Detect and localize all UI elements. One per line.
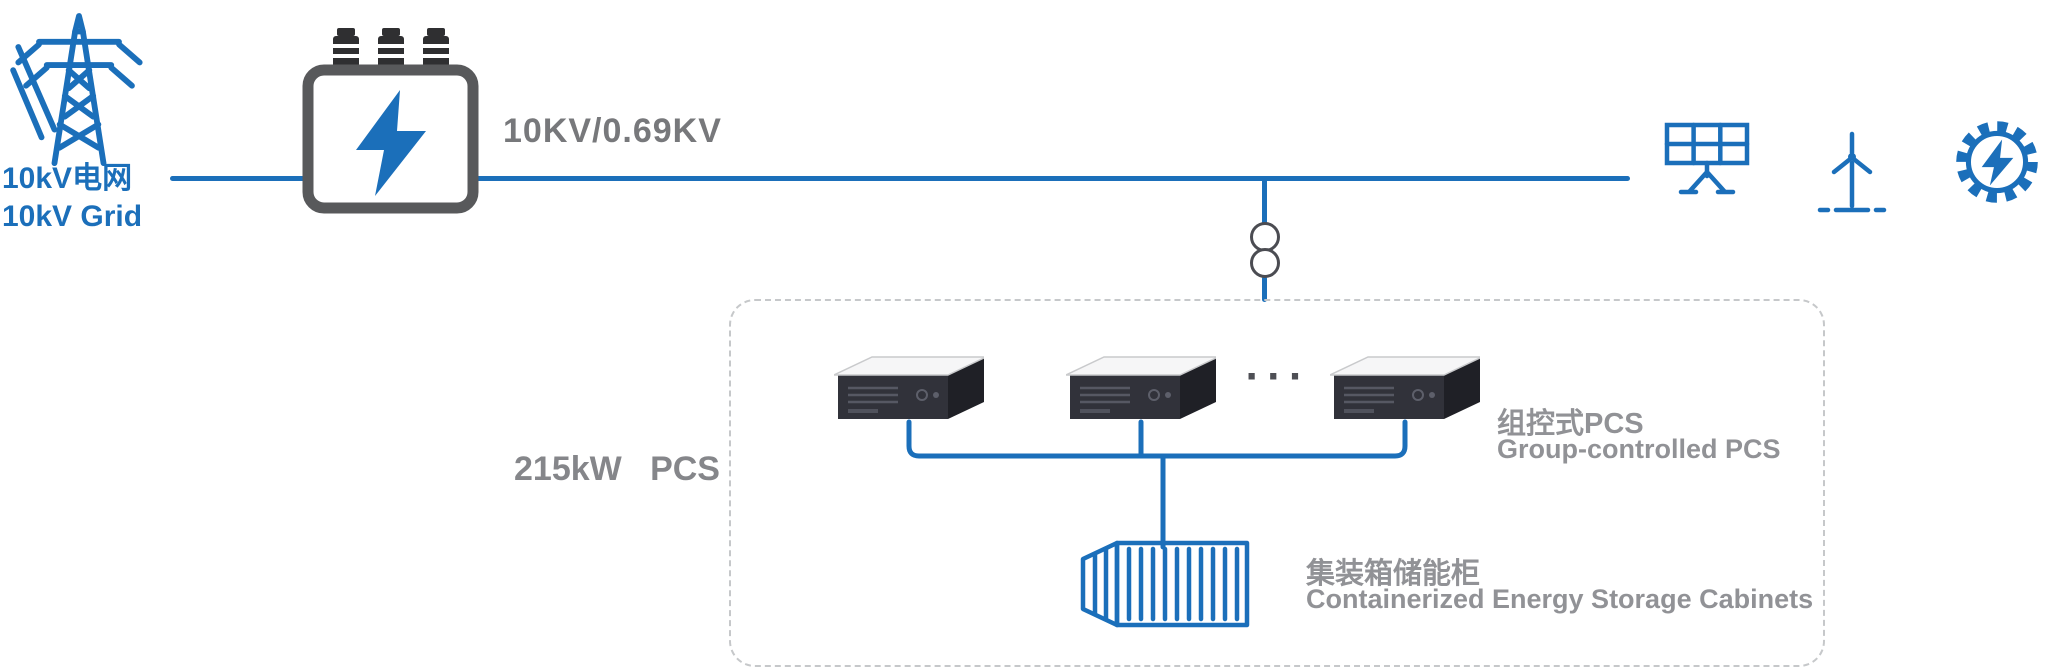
pcs-connector-lines bbox=[850, 415, 1450, 555]
coupling-circle-top bbox=[1250, 222, 1280, 252]
wind-turbine-icon bbox=[1808, 130, 1896, 218]
coupling-stub-line bbox=[1262, 276, 1267, 302]
coupling-drop-line bbox=[1262, 178, 1267, 226]
voltage-ratio-label: 10KV/0.69KV bbox=[503, 112, 722, 150]
grid-source-label: 10kV电网 10kV Grid bbox=[2, 160, 142, 236]
solar-panel-icon bbox=[1658, 120, 1756, 206]
main-bus-line bbox=[170, 176, 1630, 181]
pcs-unit-3 bbox=[1330, 348, 1480, 426]
pcs-ellipsis: ··· bbox=[1245, 352, 1311, 401]
storage-label-en: Containerized Energy Storage Cabinets bbox=[1306, 584, 1814, 614]
storage-container-icon bbox=[1075, 537, 1255, 633]
generator-icon bbox=[1946, 112, 2048, 212]
storage-label-cn: 集装箱储能柜 bbox=[1306, 558, 1481, 590]
transformer-icon bbox=[298, 28, 483, 218]
grid-tower-icon bbox=[8, 8, 150, 166]
pcs-unit-2 bbox=[1066, 348, 1216, 426]
grid-label-cn: 10kV电网 bbox=[2, 162, 133, 195]
pcs-group-label-en: Group-controlled PCS bbox=[1497, 434, 1781, 464]
grid-label-en: 10kV Grid bbox=[2, 200, 143, 233]
pcs-group-box bbox=[729, 299, 1825, 667]
pcs-unit-1 bbox=[834, 348, 984, 426]
pcs-capacity-label: 215kW PCS bbox=[514, 450, 720, 488]
coupling-circle-bottom bbox=[1250, 248, 1280, 278]
pcs-group-label-cn: 组控式PCS bbox=[1497, 408, 1644, 440]
